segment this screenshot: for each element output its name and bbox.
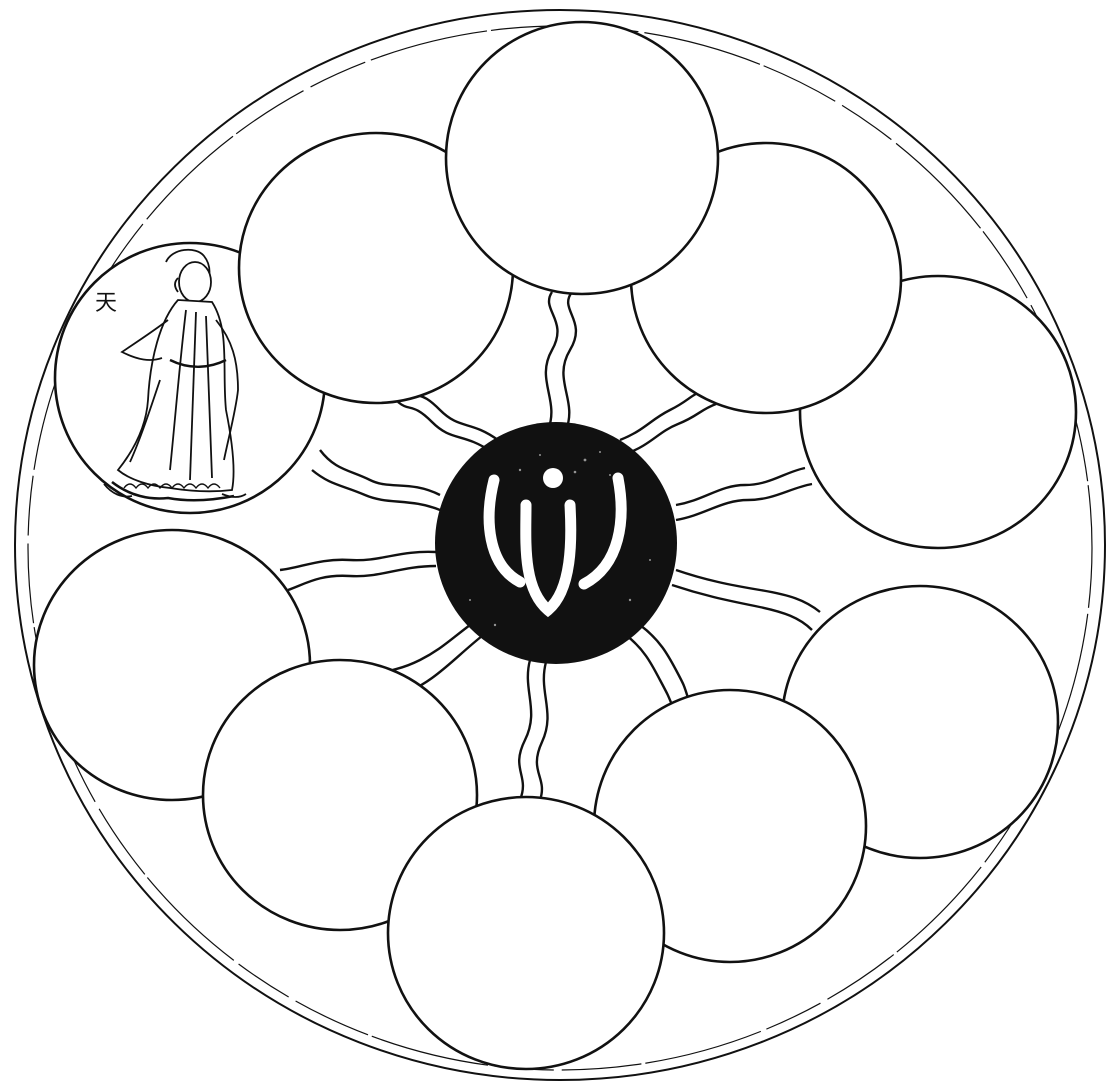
ray-top-2 <box>563 292 576 430</box>
ray-left <box>320 450 440 495</box>
heaven-label: 天 <box>95 291 117 316</box>
ray-upper-left-2 <box>398 402 492 452</box>
ray-lower-left-2 <box>288 566 436 590</box>
ray-left-2 <box>312 470 440 510</box>
central-disc-fill <box>435 422 677 664</box>
ray-bottom-2 <box>537 662 548 800</box>
ray-right-2 <box>676 484 812 520</box>
central-disc <box>435 422 677 664</box>
circle-top <box>446 22 718 294</box>
ray-bottom <box>519 660 531 800</box>
circle-bottom <box>388 797 664 1069</box>
ray-lower-right-2 <box>672 585 812 630</box>
flame-glyph-dot <box>543 468 563 488</box>
ray-top <box>546 292 558 430</box>
ray-bottom-right <box>626 635 672 705</box>
ray-bottom-left <box>388 625 470 672</box>
figure-face <box>179 262 211 302</box>
